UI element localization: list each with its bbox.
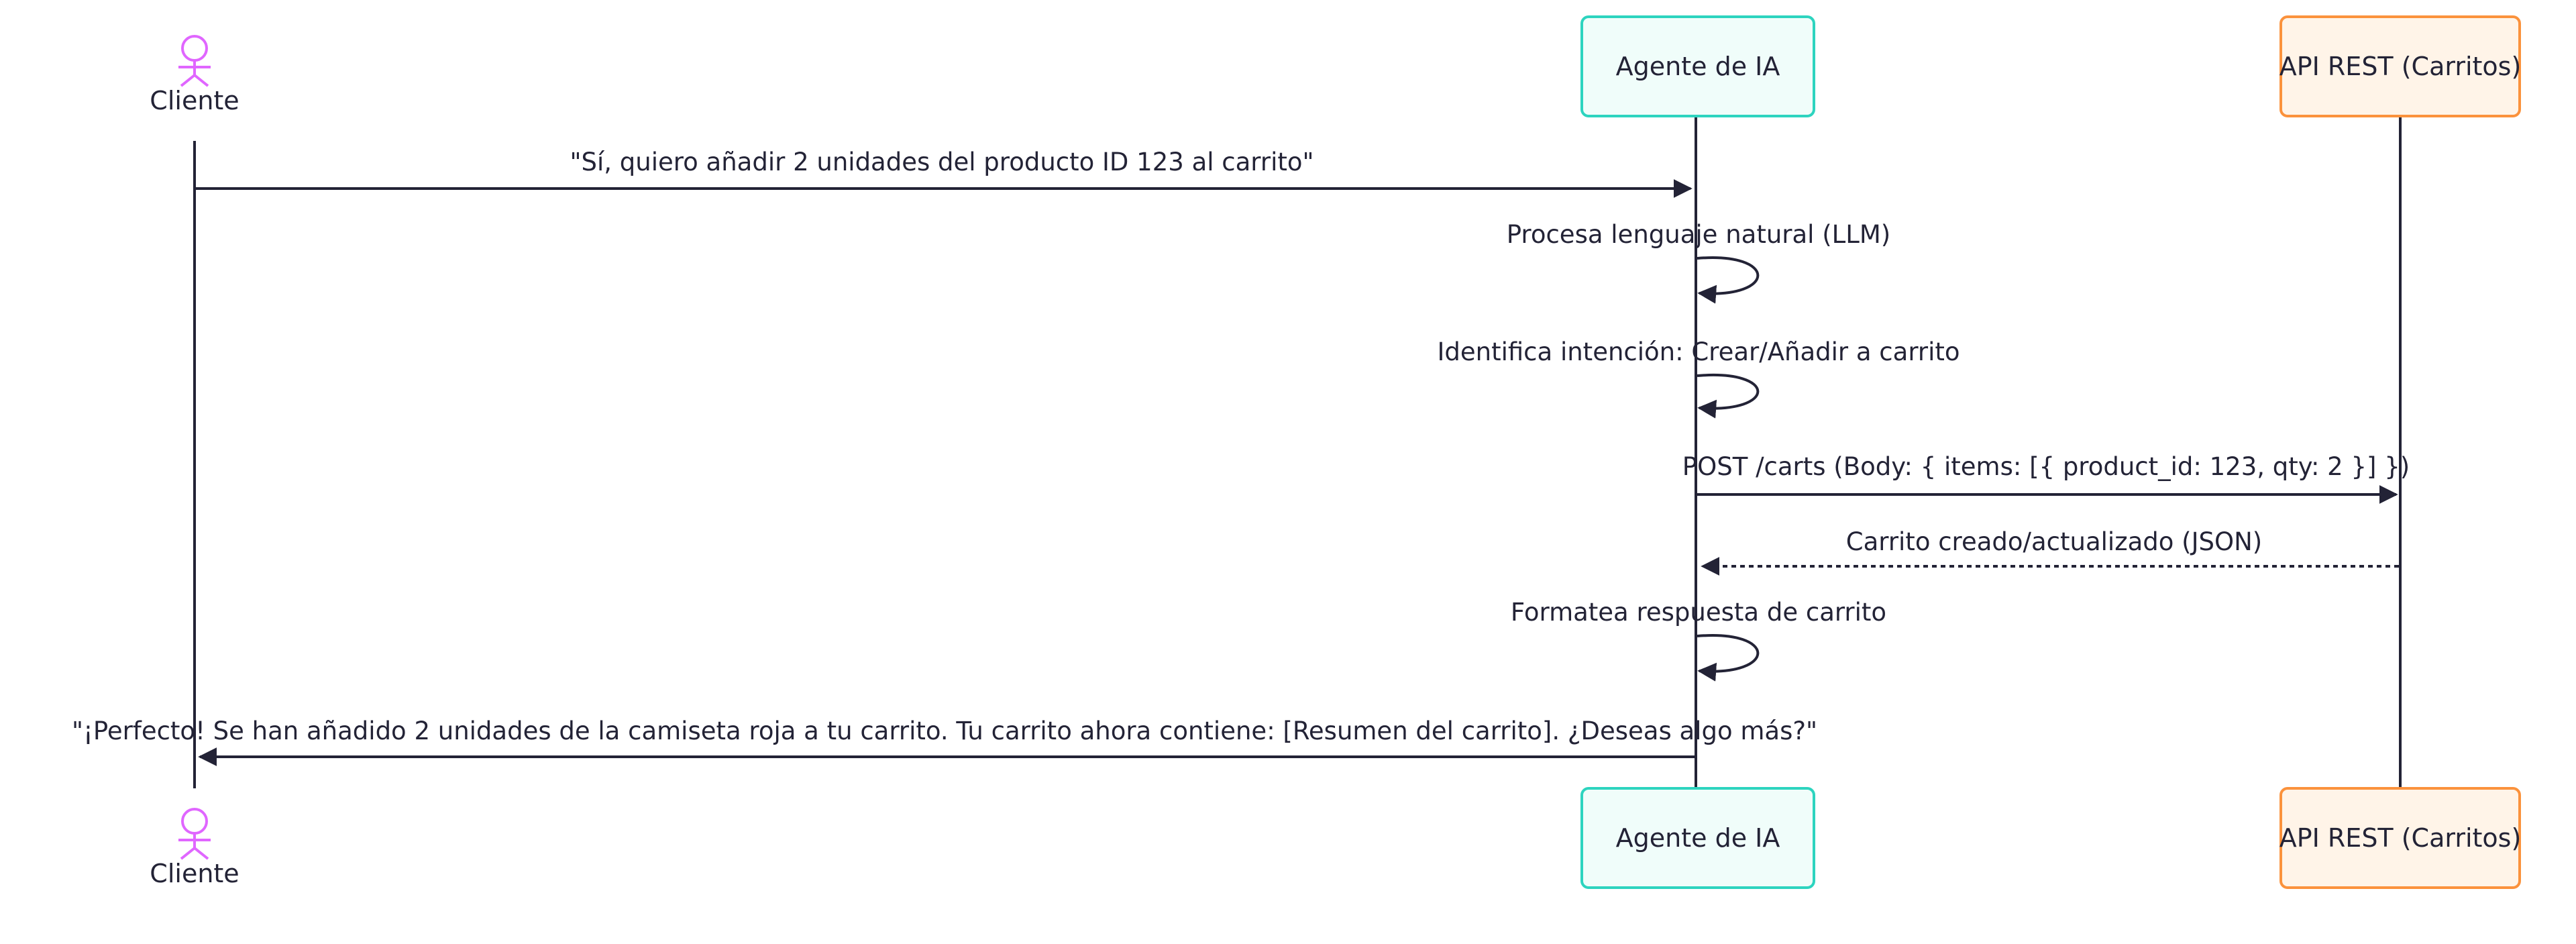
participant-label: API REST (Carritos) [2279,52,2522,81]
participant-agente-bottom: Agente de IA [1580,787,1815,889]
participant-agente-top: Agente de IA [1580,15,1815,117]
participant-label: Agente de IA [1616,823,1780,853]
message-request: "Sí, quiero añadir 2 unidades del produc… [196,148,1693,198]
participant-api-top: API REST (Carritos) [2279,15,2522,117]
message-label: "¡Perfecto! Se han añadido 2 unidades de… [72,717,1817,745]
participant-label: API REST (Carritos) [2279,823,2522,853]
person-icon [178,808,211,860]
message-label: Identifica intención: Crear/Añadir a car… [1437,337,1960,366]
actor-cliente-bottom: Cliente [150,808,239,888]
participant-api-bottom: API REST (Carritos) [2279,787,2522,889]
message-label: "Sí, quiero añadir 2 unidades del produc… [570,148,1313,176]
actor-label: Cliente [150,86,239,115]
message-final-reply: "¡Perfecto! Se han añadido 2 unidades de… [72,717,1817,766]
message-label: Carrito creado/actualizado (JSON) [1846,527,2263,556]
message-label: Procesa lenguaje natural (LLM) [1507,220,1890,249]
actor-cliente-top: Cliente [150,35,239,115]
person-icon [178,35,211,87]
message-label: POST /carts (Body: { items: [{ product_i… [1682,452,2410,481]
actor-label: Cliente [150,859,239,888]
message-self-process: Procesa lenguaje natural (LLM) [1507,220,1890,304]
message-label: Formatea respuesta de carrito [1511,598,1886,627]
message-cart-response: Carrito creado/actualizado (JSON) [1701,527,2399,576]
message-self-format: Formatea respuesta de carrito [1511,598,1886,682]
message-self-intent: Identifica intención: Crear/Añadir a car… [1437,337,1960,419]
participant-label: Agente de IA [1616,52,1780,81]
message-post-carts: POST /carts (Body: { items: [{ product_i… [1682,452,2410,504]
